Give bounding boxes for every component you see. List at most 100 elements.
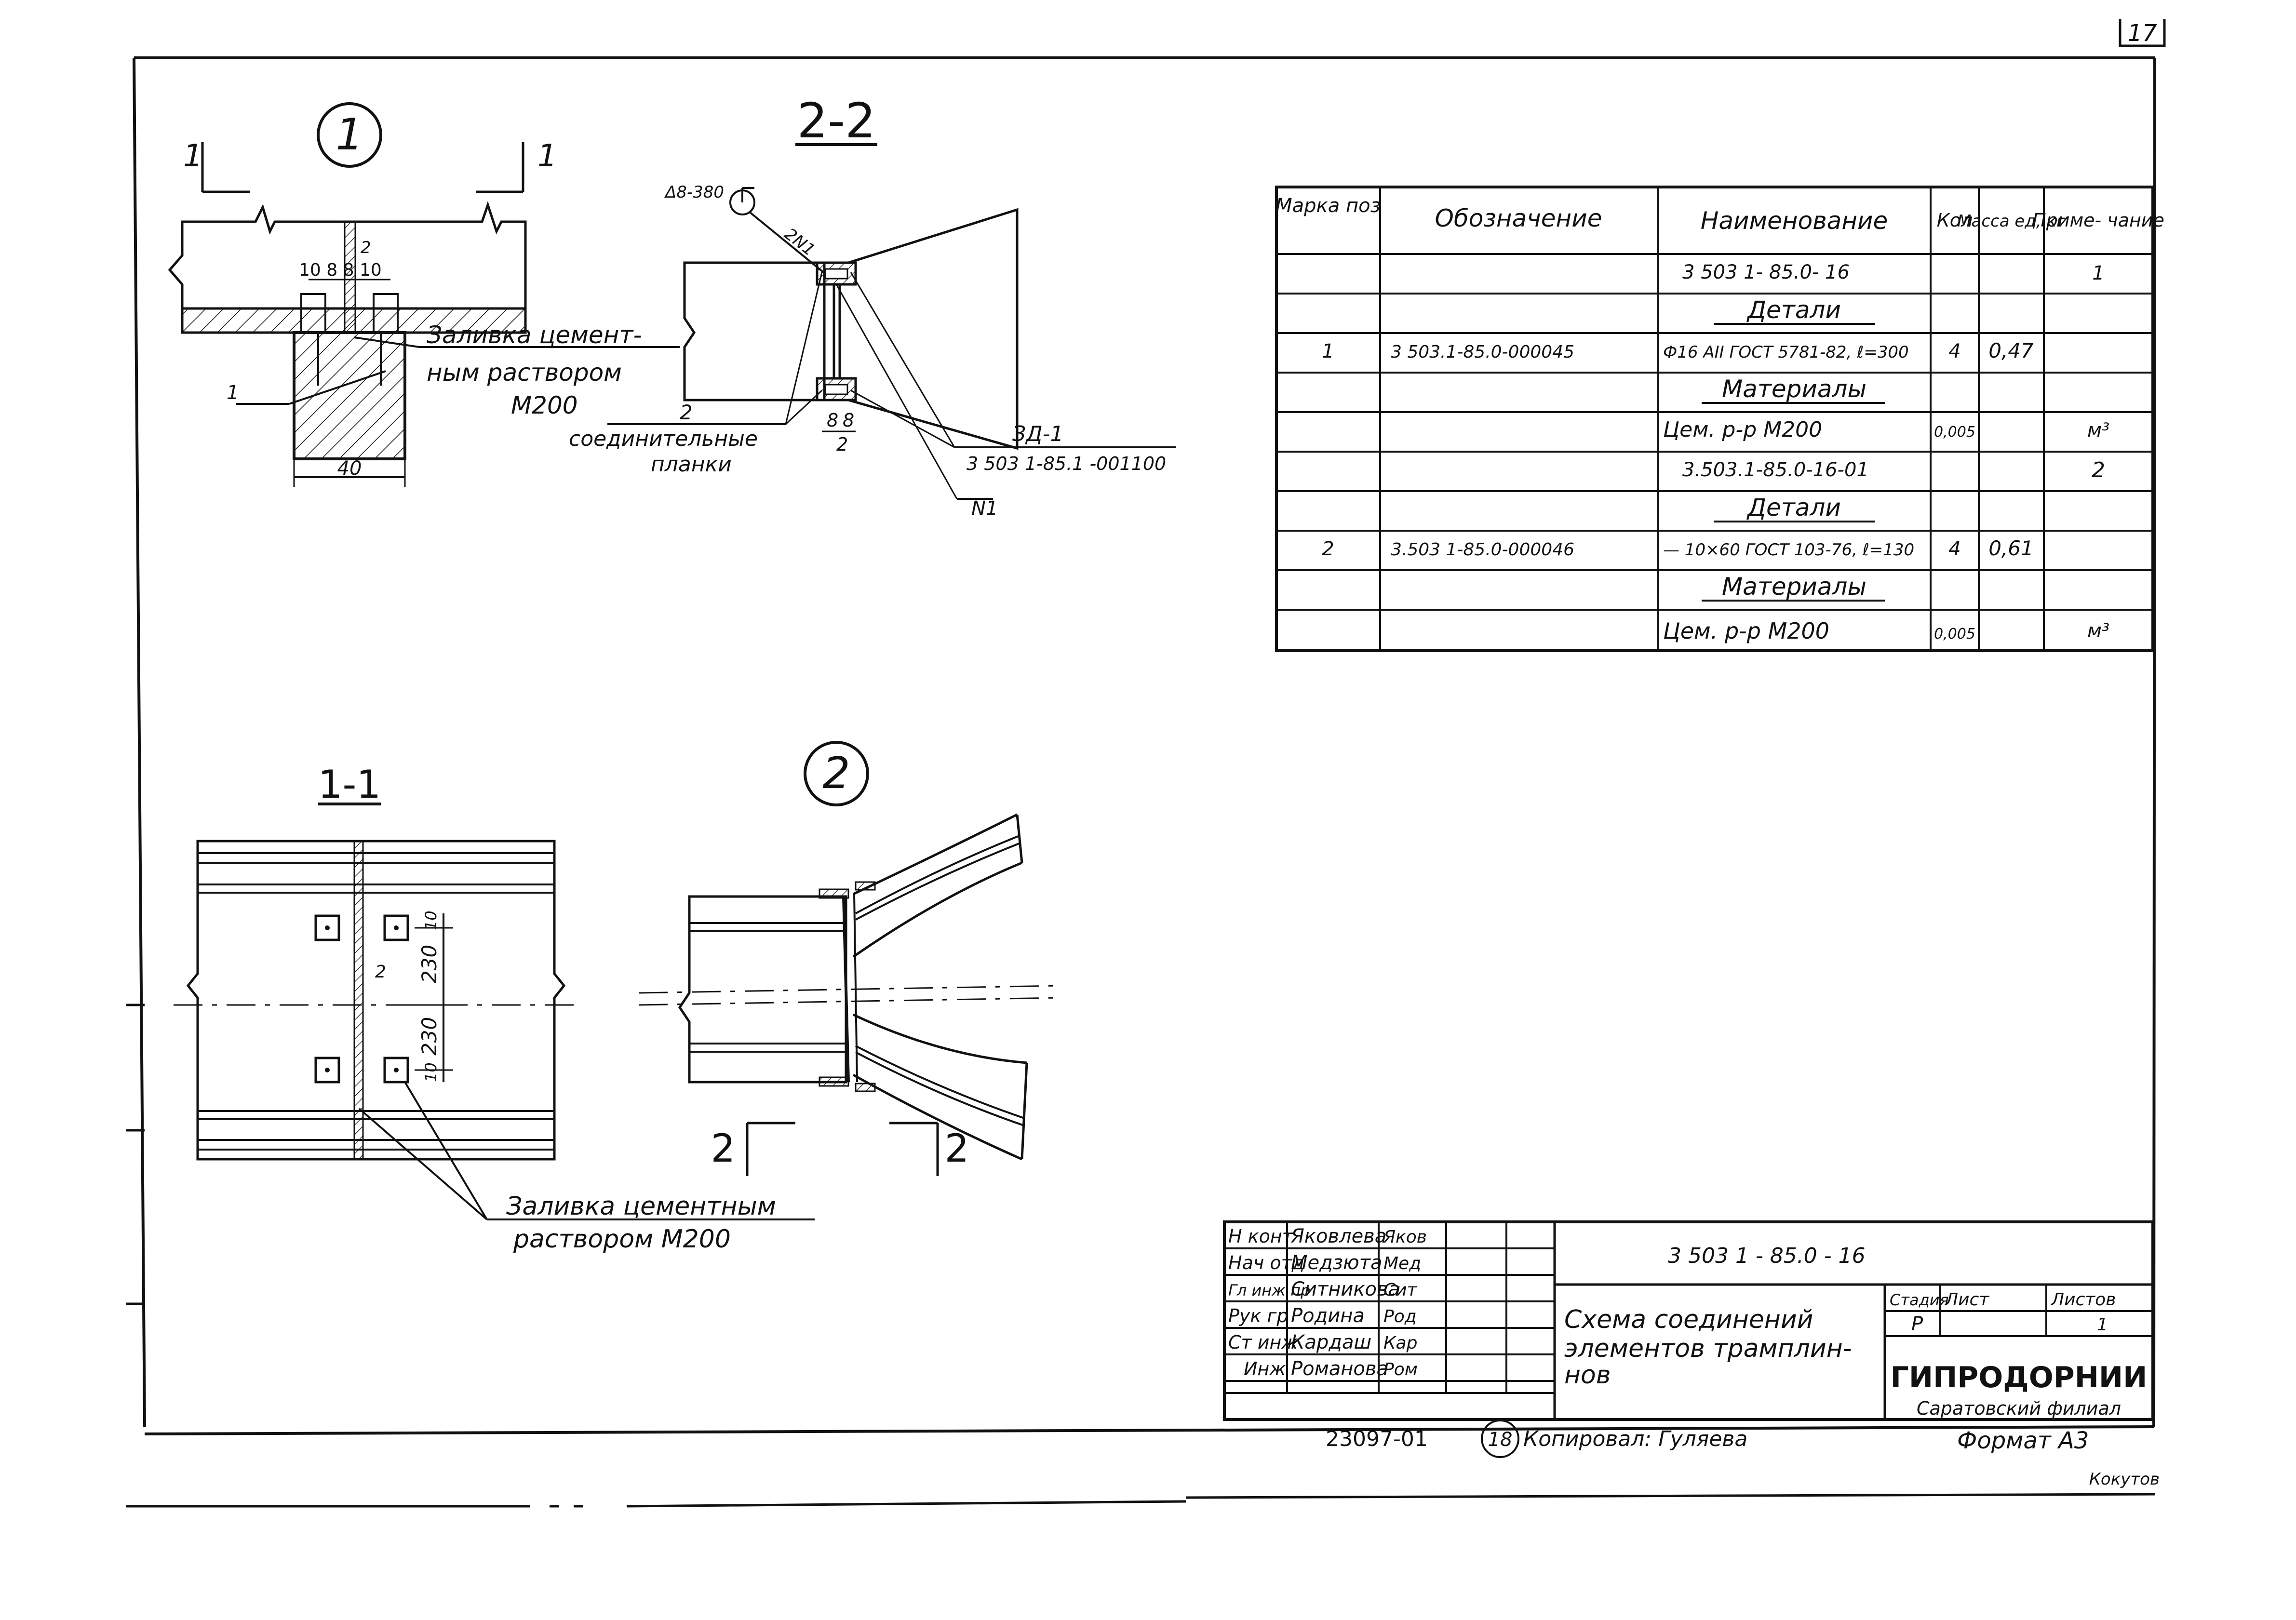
drawing-title-line-2: элементов трамплин- [1564, 1334, 1852, 1363]
drawing-label: Заливка цементным [506, 1192, 776, 1221]
bottom-trim-line [126, 1493, 2155, 1508]
table-cell: 1 [2092, 262, 2104, 284]
table-cell: 3 503 1- 85.0- 16 [1682, 261, 1850, 283]
drawing-label: Медзюта [1291, 1252, 1383, 1274]
spec-table-header: Марка поз Обозначение Наименование Кол М… [1276, 195, 2164, 235]
drawing-label: 2 [945, 1126, 969, 1171]
header-mark: Марка поз [1276, 195, 1381, 217]
drawing-label: Кар [1383, 1333, 1417, 1353]
drawing-label: 1 [2097, 1315, 2108, 1335]
drawing-label: Ром [1383, 1360, 1418, 1379]
header-note: Приме- чание [2032, 210, 2164, 231]
table-cell: Цем. р-р M200 [1663, 618, 1829, 644]
bottom-signature: Кокутов [2089, 1470, 2160, 1489]
drawing-label: Р [1911, 1313, 1923, 1335]
drawing-label: Нач отд [1228, 1252, 1304, 1273]
drawing-label: Мед [1383, 1254, 1421, 1273]
corner-sheet-number: 17 [2119, 19, 2166, 47]
table-cell: 3.503.1-85.0-16-01 [1682, 459, 1869, 481]
drawing-label: 2N1 [780, 225, 819, 260]
corner-number-text: 17 [2127, 20, 2157, 47]
drawing-label: 10 8 8 10 [299, 260, 382, 280]
drawing-label: 2 [680, 401, 693, 424]
drawing-label: ЗД-1 [1012, 422, 1063, 446]
drawing-label: 3 503 1-85.1 -001100 [967, 453, 1166, 474]
drawing-label: соединительные [569, 427, 758, 451]
section-1-1: 1-1 [174, 762, 815, 1254]
node-1-detail: 1 1 1 2 10 8 8 10 40 [168, 102, 680, 487]
title-block-main: 3 503 1 - 85.0 - 16 Схема соединений эле… [1564, 1244, 2147, 1419]
drawing-label: Родина [1291, 1305, 1365, 1327]
drawing-title-line-1: Схема соединений [1564, 1305, 1813, 1334]
drawing-label: M200 [511, 391, 578, 419]
sheet-format: Формат А3 [1957, 1427, 2089, 1454]
organization-name: ГИПРОДОРНИИ [1891, 1361, 2148, 1394]
drawing-label: 1 [537, 138, 557, 174]
cut-mark-1-right [476, 142, 524, 193]
table-cell: 0,47 [1988, 339, 2034, 362]
table-cell: Детали [1746, 296, 1841, 324]
drawing-label: 2 [361, 238, 371, 257]
inventory-number: 23097-01 [1326, 1427, 1428, 1451]
table-cell: 4 [1948, 340, 1960, 362]
section-1-1-label: 1-1 [318, 762, 381, 807]
drawing-label: Инж [1244, 1358, 1286, 1379]
section-2-2: 2-2 Δ8-380 2N1 8 8 2 [569, 93, 1176, 520]
table-cell: Материалы [1722, 573, 1866, 601]
drawing-label: 2 [711, 1126, 736, 1171]
table-cell: Цем. р-р M200 [1663, 417, 1822, 442]
drawing-label: ным раствором [427, 359, 622, 387]
drawing-label: Рук гр [1228, 1305, 1289, 1326]
table-cell: м³ [2087, 419, 2109, 442]
drawing-label: Гл инж пр [1228, 1281, 1310, 1299]
table-cell: 2 [1322, 538, 1334, 560]
drawing-label: Заливка цемент- [427, 321, 642, 349]
table-cell: 3.503 1-85.0-000046 [1391, 540, 1574, 560]
drawing-label: 8 [843, 410, 854, 431]
title-block-names: Яковлева Медзюта Ситникова Родина Кардаш… [1290, 1225, 1400, 1380]
sheet-frame [133, 56, 2156, 1435]
drawing-label: Кардаш [1291, 1331, 1371, 1353]
specification-table [1275, 186, 2154, 652]
header-mass: Масса ед, кг [1957, 212, 2066, 231]
table-cell: 0,61 [1988, 536, 2034, 560]
doc-code: 3 503 1 - 85.0 - 16 [1668, 1244, 1866, 1268]
drawing-label: 1 [227, 382, 239, 404]
copied-by: Копировал: Гуляева [1523, 1427, 1747, 1451]
side-ticks [126, 1004, 145, 1305]
drawing-label: 10 [422, 910, 440, 930]
header-qty: Кол [1937, 210, 1973, 231]
table-cell: 3 503.1-85.0-000045 [1391, 342, 1574, 362]
table-cell: 2 [2092, 458, 2105, 482]
header-name: Наименование [1701, 207, 1888, 235]
drawing-label: Яков [1383, 1227, 1427, 1247]
drawing-label: 40 [337, 457, 362, 480]
drawing-label: 8 [827, 410, 838, 431]
drawing-label: 10 [422, 1062, 440, 1082]
header-designation: Обозначение [1435, 204, 1602, 232]
drawing-label: Листов [2050, 1290, 2116, 1310]
table-cell: Материалы [1722, 375, 1866, 403]
cut-mark-1-left [201, 142, 250, 193]
table-cell: — 10×60 ГОСТ 103-76, ℓ=130 [1663, 540, 1914, 560]
table-cell: м³ [2087, 620, 2109, 642]
table-cell: Детали [1746, 494, 1841, 522]
title-block [1223, 1220, 2154, 1421]
node-2-label: 2 [822, 748, 850, 799]
drawing-label: N1 [971, 497, 998, 520]
copy-number: 18 [1488, 1429, 1513, 1451]
drawing-label: Ситникова [1291, 1278, 1400, 1300]
table-cell: 0,005 [1934, 626, 1975, 643]
drawing-label: Δ8-380 [664, 183, 724, 202]
table-cell: Ф16 АII ГОСТ 5781-82, ℓ=300 [1663, 343, 1909, 362]
drawing-label: Яковлева [1290, 1225, 1386, 1247]
title-block-roles: Н конт Нач отд Гл инж пр Рук гр Ст инж И… [1228, 1226, 1310, 1379]
drawing-label: Стадия [1890, 1291, 1949, 1309]
drawing-label: Род [1383, 1307, 1417, 1326]
organization-branch: Саратовский филиал [1917, 1398, 2121, 1419]
table-cell: 0,005 [1934, 424, 1975, 441]
drawing-label: Романова [1291, 1358, 1388, 1380]
drawing-label: раствором M200 [513, 1225, 731, 1254]
table-cell: 1 [1322, 340, 1334, 362]
title-block-signatures: Яков Мед Сит Род Кар Ром [1383, 1227, 1427, 1379]
